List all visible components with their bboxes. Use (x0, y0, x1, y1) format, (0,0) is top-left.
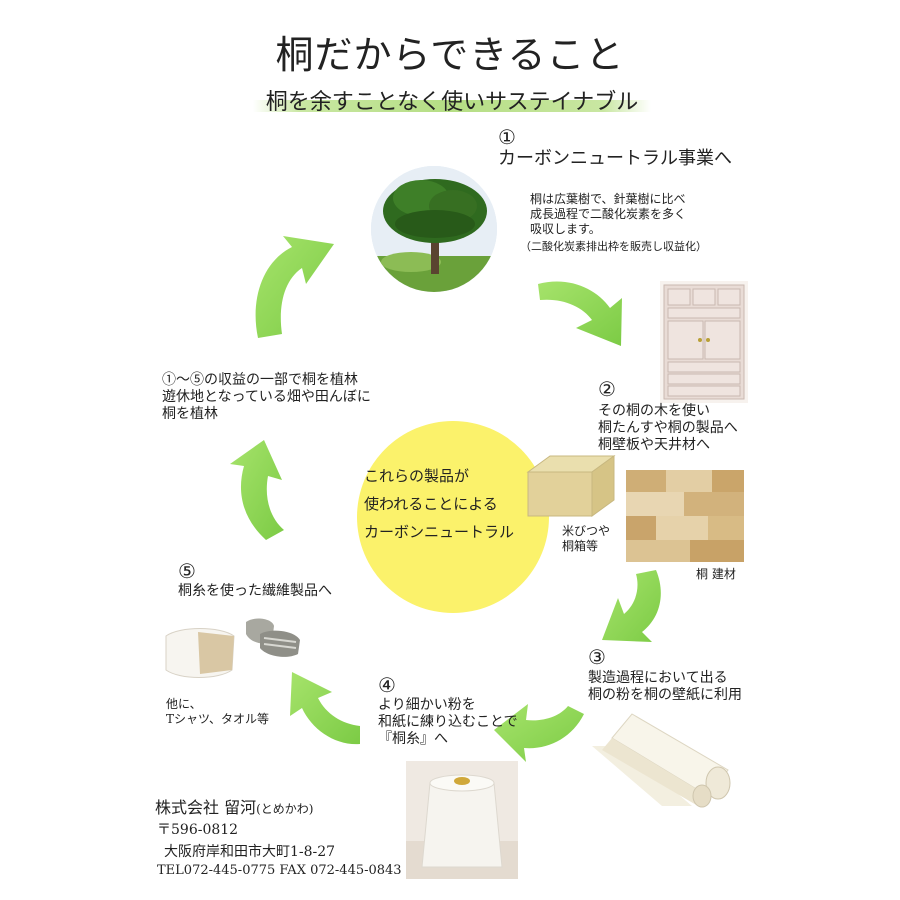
step5-number: ⑤ (178, 559, 196, 583)
company-name: 株式会社 留河 (155, 798, 257, 817)
center-circle (357, 421, 549, 613)
company-reading: (とめかわ) (256, 802, 314, 816)
company-postal: 〒596-0812 (157, 822, 239, 838)
kiri-box-photo (524, 450, 616, 520)
floor-caption: 桐 建材 (696, 567, 736, 581)
step2-body: その桐の木を使い 桐たんすや桐の製品へ 桐壁板や天井材へ (598, 403, 738, 453)
step5-body: 桐糸を使った繊維製品へ (178, 583, 332, 599)
kiri-chest-photo (660, 281, 748, 403)
replant-body: ①～⑤の収益の一部で桐を植林 遊休地となっている畑や田んぼに 桐を植林 (162, 372, 371, 422)
kiri-floor-photo (626, 470, 744, 562)
step1-number: ① (498, 125, 516, 149)
step4-body: より細かい粉を 和紙に練り込むことで 『桐糸』へ (378, 697, 518, 747)
company-name-line: 株式会社 留河(とめかわ) (155, 794, 313, 818)
company-address: 大阪府岸和田市大町1-8-27 (164, 844, 336, 860)
subtitle-block: 桐を余すことなく使いサステイナブル (253, 84, 651, 115)
page-title: 桐だからできること (275, 33, 625, 77)
arrow-to-step1 (255, 236, 334, 338)
wallpaper-rolls-photo (592, 708, 754, 808)
socks-photo (242, 612, 304, 660)
subtitle-highlight (253, 100, 651, 112)
tree-photo (371, 166, 497, 292)
step5-other: 他に、 Tシャツ、タオル等 (166, 697, 270, 726)
step1-note: （二酸化炭素排出枠を販売し収益化） (520, 240, 707, 253)
arrow-to-step2 (538, 281, 622, 346)
arrow-to-step6 (230, 440, 284, 540)
center-text: これらの製品が 使われることによる カーボンニュートラル (364, 467, 515, 541)
step3-body: 製造過程において出る 桐の粉を桐の壁紙に利用 (588, 670, 742, 703)
kiri-thread-photo (406, 761, 518, 879)
step2-number: ② (598, 377, 616, 401)
arrow-to-step3 (602, 570, 661, 642)
arrow-to-step4 (494, 704, 584, 762)
step4-number: ④ (378, 673, 396, 697)
company-phone: TEL072-445-0775 FAX 072-445-0843 (157, 863, 402, 878)
page-subtitle: 桐を余すことなく使いサステイナブル (265, 90, 639, 115)
step3-number: ③ (588, 645, 606, 669)
step1-heading: カーボンニュートラル事業へ (498, 148, 732, 169)
arrow-to-step5 (290, 672, 360, 745)
mask-photo (160, 622, 238, 684)
box-caption: 米びつや 桐箱等 (562, 524, 611, 553)
step1-body: 桐は広葉樹で、針葉樹に比べ 成長過程で二酸化炭素を多く 吸収します。 (530, 192, 687, 236)
